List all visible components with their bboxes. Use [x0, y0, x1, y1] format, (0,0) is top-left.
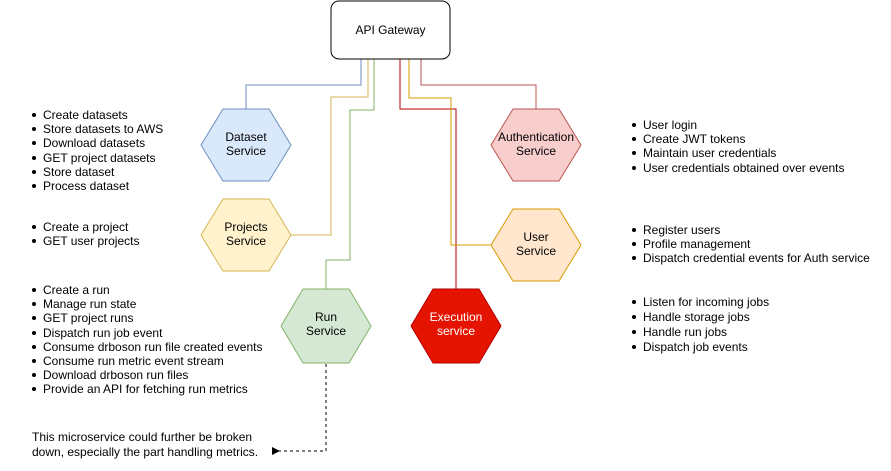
user-service-node[interactable]: User Service	[490, 208, 582, 282]
list-item: Handle storage jobs	[632, 310, 769, 325]
list-item: Create a project	[32, 220, 139, 234]
list-item: Dispatch credential events for Auth serv…	[632, 251, 870, 265]
projects-service-node[interactable]: Projects Service	[200, 198, 292, 272]
dataset-service-label-line2: Service	[226, 144, 266, 158]
note-line-1: This microservice could further be broke…	[32, 430, 253, 444]
run-service-label-line2: Service	[306, 324, 346, 338]
run-service-hexagon	[280, 288, 372, 364]
list-item: Listen for incoming jobs	[632, 295, 769, 310]
dataset-service-hexagon	[200, 108, 292, 182]
list-item: Manage run state	[32, 297, 262, 311]
user-service-label-line1: User	[523, 230, 548, 244]
execution-service-label-line1: Execution	[430, 310, 483, 324]
api-gateway-label: API Gateway	[355, 23, 425, 37]
list-item: GET project datasets	[32, 151, 163, 165]
list-item: Handle run jobs	[632, 325, 769, 340]
auth-service-label-line2: Service	[516, 144, 556, 158]
list-item: Download datasets	[32, 136, 163, 150]
dataset-service-label-line1: Dataset	[225, 130, 267, 144]
note-arrow	[272, 364, 327, 455]
execution-service-hexagon	[410, 288, 502, 364]
list-item: Dispatch run job event	[32, 326, 262, 340]
execution-service-label-line2: service	[437, 324, 475, 338]
list-item: Store dataset	[32, 165, 163, 179]
list-item: Provide an API for fetching run metrics	[32, 382, 262, 396]
list-item: Register users	[632, 223, 870, 237]
list-item: Profile management	[632, 237, 870, 251]
execution-service-node[interactable]: Execution service	[410, 288, 502, 364]
projects-service-hexagon	[200, 198, 292, 272]
list-item: User login	[632, 118, 844, 132]
list-item: User credentials obtained over events	[632, 161, 844, 175]
list-item: Create JWT tokens	[632, 132, 844, 146]
connector-gateway-run	[325, 59, 375, 289]
auth-service-node[interactable]: Authentication Service	[490, 108, 582, 182]
user-service-label-line2: Service	[516, 244, 556, 258]
connector-gateway-auth	[420, 59, 537, 109]
list-item: GET project runs	[32, 311, 262, 325]
projects-service-label-line2: Service	[226, 234, 266, 248]
auth-service-label-line1: Authentication	[498, 130, 574, 144]
connector-gateway-dataset	[245, 59, 362, 109]
list-item: Create a run	[32, 283, 262, 297]
auth-service-hexagon	[490, 108, 582, 182]
list-item: Create datasets	[32, 108, 163, 122]
list-item: GET user projects	[32, 234, 139, 248]
connector-gateway-execution	[399, 59, 457, 289]
dataset-service-node[interactable]: Dataset Service	[200, 108, 292, 182]
list-item: Process dataset	[32, 179, 163, 193]
api-gateway-node[interactable]: API Gateway	[330, 0, 451, 60]
list-item: Consume drboson run file created events	[32, 340, 262, 354]
run-service-label-line1: Run	[315, 310, 337, 324]
list-item: Store datasets to AWS	[32, 122, 163, 136]
connector-gateway-projects	[291, 59, 369, 236]
projects-service-label-line1: Projects	[224, 220, 267, 234]
list-item: Download drboson run files	[32, 368, 262, 382]
list-item: Dispatch job events	[632, 340, 769, 355]
run-service-node[interactable]: Run Service	[280, 288, 372, 364]
user-service-hexagon	[490, 208, 582, 282]
list-item: Consume run metric event stream	[32, 354, 262, 368]
run-service-note: This microservice could further be broke…	[32, 430, 272, 459]
list-item: Maintain user credentials	[632, 146, 844, 160]
connector-gateway-user	[408, 59, 491, 246]
note-line-2: down, especially the part handling metri…	[32, 444, 259, 459]
